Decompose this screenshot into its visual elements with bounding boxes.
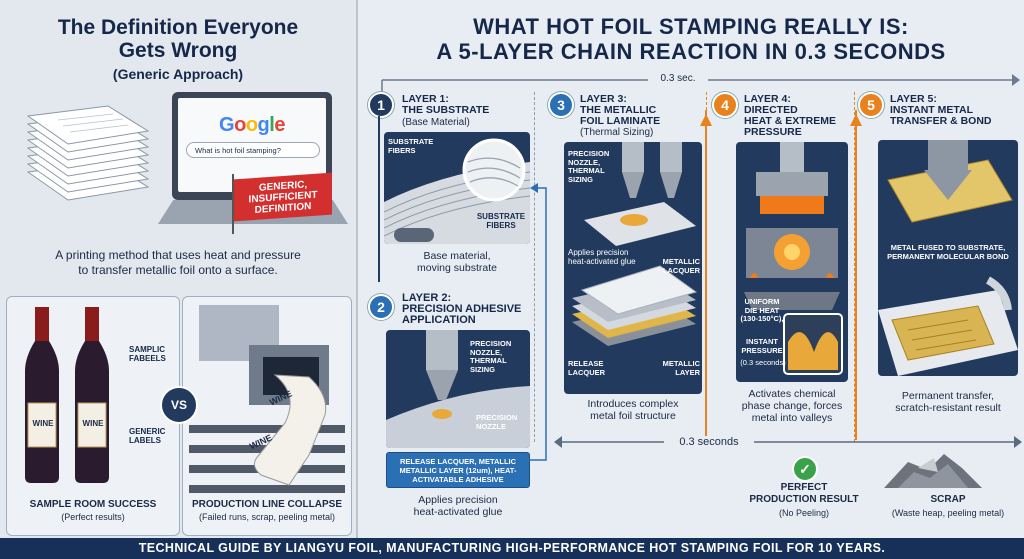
column-divider	[534, 92, 535, 442]
left-panel: The Definition Everyone Gets Wrong (Gene…	[0, 0, 358, 538]
layer-5-caption: Permanent transfer, scratch-resistant re…	[895, 390, 1001, 414]
layer-1-caption: Base material, moving substrate	[417, 250, 497, 274]
layer-1-title: LAYER 1: THE SUBSTRATE	[402, 93, 490, 116]
flag-pole	[232, 174, 234, 234]
scrap-heap-icon	[884, 454, 982, 488]
production-line-title: PRODUCTION LINE COLLAPSE	[191, 499, 342, 510]
top-timer-label: 0.3 sec.	[648, 73, 708, 84]
layer-5-title: LAYER 5: INSTANT METAL TRANSFER & BOND	[890, 93, 992, 127]
layer-1-subtitle: (Base Material)	[402, 117, 470, 128]
molecular-bond-label: METAL FUSED TO SUBSTRATE, PERMANENT MOLE…	[887, 243, 1009, 261]
layer-4-badge: 4	[712, 92, 738, 118]
nozzle-label: PRECISION NOZZLE, THERMAL SIZING	[470, 339, 512, 374]
layer-5-image	[878, 140, 1018, 376]
sample-room-card: WINE WINE SAMPLIC FABEELS GENERIC LABELS…	[6, 296, 180, 536]
wine-label-1: WINE	[32, 419, 54, 428]
flow-arrow-orange	[700, 110, 712, 440]
layer-2-caption: Applies precision heat-activated glue	[413, 494, 503, 518]
wine-label-2: WINE	[82, 419, 104, 428]
nozzle-label-2: PRECISION NOZZLE	[476, 413, 518, 431]
release-lacquer-label: RELEASE LACQUER	[568, 359, 606, 377]
production-line-card: WINE WINE PRODUCTION LINE COLLAPSE (Fail…	[182, 296, 352, 536]
flow-connector	[528, 183, 547, 461]
column-divider	[854, 92, 855, 442]
footer-banner: TECHNICAL GUIDE BY LIANGYU FOIL, MANUFAC…	[0, 538, 1024, 559]
metal-bond-icon	[878, 140, 1018, 376]
sample-label-callout: SAMPLIC FABEELS	[129, 345, 166, 363]
flow-arrow	[378, 116, 380, 282]
bottom-timer-label: 0.3 seconds	[664, 436, 754, 448]
sample-room-title: SAMPLE ROOM SUCCESS	[29, 499, 157, 510]
layer-3-nozzle-label: PRECISION NOZZLE, THERMAL SIZING	[568, 149, 610, 184]
layer-3-subtitle: (Thermal Sizing)	[580, 127, 654, 138]
layer-3-title: LAYER 3: THE METALLIC FOIL LAMINATE	[580, 93, 661, 127]
checkmark-icon: ✓	[792, 456, 818, 482]
wine-bottles-icon	[25, 307, 109, 483]
layer-1-image	[384, 132, 530, 244]
scrap-title: SCRAP	[930, 494, 966, 505]
search-input[interactable]: What is hot foil stamping?	[186, 142, 320, 158]
bottom-timeline	[554, 436, 1022, 448]
substrate-fibers-label-2: SUBSTRATE FIBERS	[476, 212, 526, 230]
sample-room-subtitle: (Perfect results)	[61, 512, 125, 522]
layer-3-caption: Introduces complex metal foil structure	[587, 398, 679, 422]
heat-press-icon	[744, 142, 843, 375]
layer-4-caption: Activates chemical phase change, forces …	[741, 388, 843, 424]
layer-2-title: LAYER 2: PRECISION ADHESIVE APPLICATION	[402, 292, 522, 326]
layer-3-image	[564, 142, 702, 394]
right-title: WHAT HOT FOIL STAMPING REALLY IS: A 5-LA…	[436, 14, 946, 64]
instant-pressure-label: INSTANT PRESSURE	[741, 337, 783, 355]
layer-4-image	[736, 142, 848, 382]
production-line-icon	[189, 305, 345, 493]
layer-4-title: LAYER 4: DIRECTED HEAT & EXTREME PRESSUR…	[744, 93, 836, 138]
google-logo: Google	[219, 114, 285, 136]
perfect-result-title: PERFECT PRODUCTION RESULT	[749, 482, 859, 505]
generic-label-callout: GENERIC LABELS	[129, 427, 166, 445]
generic-definition: A printing method that uses heat and pre…	[55, 248, 301, 277]
production-line-subtitle: (Failed runs, scrap, peeling metal)	[198, 512, 336, 522]
layer-3-badge: 3	[548, 92, 574, 118]
adhesive-nozzle-icon	[386, 330, 530, 448]
foil-laminate-icon	[572, 142, 698, 346]
substrate-fibers-label-1: SUBSTRATE FIBERS	[388, 137, 434, 155]
layer-2-image	[386, 330, 530, 448]
metallic-lacquer-label: METALLIC LACQUER	[662, 257, 700, 275]
paper-stack-icon	[26, 105, 150, 201]
left-title: The Definition Everyone Gets Wrong	[57, 16, 299, 62]
layer-3-glue-label: Applies precision heat-activated glue	[568, 248, 636, 266]
pressure-duration-label: (0.3 seconds)	[740, 358, 786, 367]
generic-definition-flag: GENERIC, INSUFFICIENT DEFINITION	[234, 172, 332, 222]
right-panel: WHAT HOT FOIL STAMPING REALLY IS: A 5-LA…	[358, 0, 1024, 538]
flow-arrow-orange	[850, 110, 862, 440]
layer-5-badge: 5	[858, 92, 884, 118]
vs-badge: VS	[160, 386, 198, 424]
layer-2-badge: 2	[368, 294, 394, 320]
layer-1-badge: 1	[368, 92, 394, 118]
foil-layers-box: RELEASE LACQUER, METALLIC METALLIC LAYER…	[386, 452, 530, 488]
die-heat-label: UNIFORM DIE HEAT (130-150°C),	[740, 297, 784, 323]
substrate-fibers-icon	[384, 138, 530, 244]
metallic-layer-label: METALLIC LAYER	[662, 359, 700, 377]
perfect-result-subtitle: (No Peeling)	[778, 508, 830, 518]
scrap-subtitle: (Waste heap, peeling metal)	[891, 508, 1005, 518]
left-subtitle: (Generic Approach)	[112, 66, 244, 82]
